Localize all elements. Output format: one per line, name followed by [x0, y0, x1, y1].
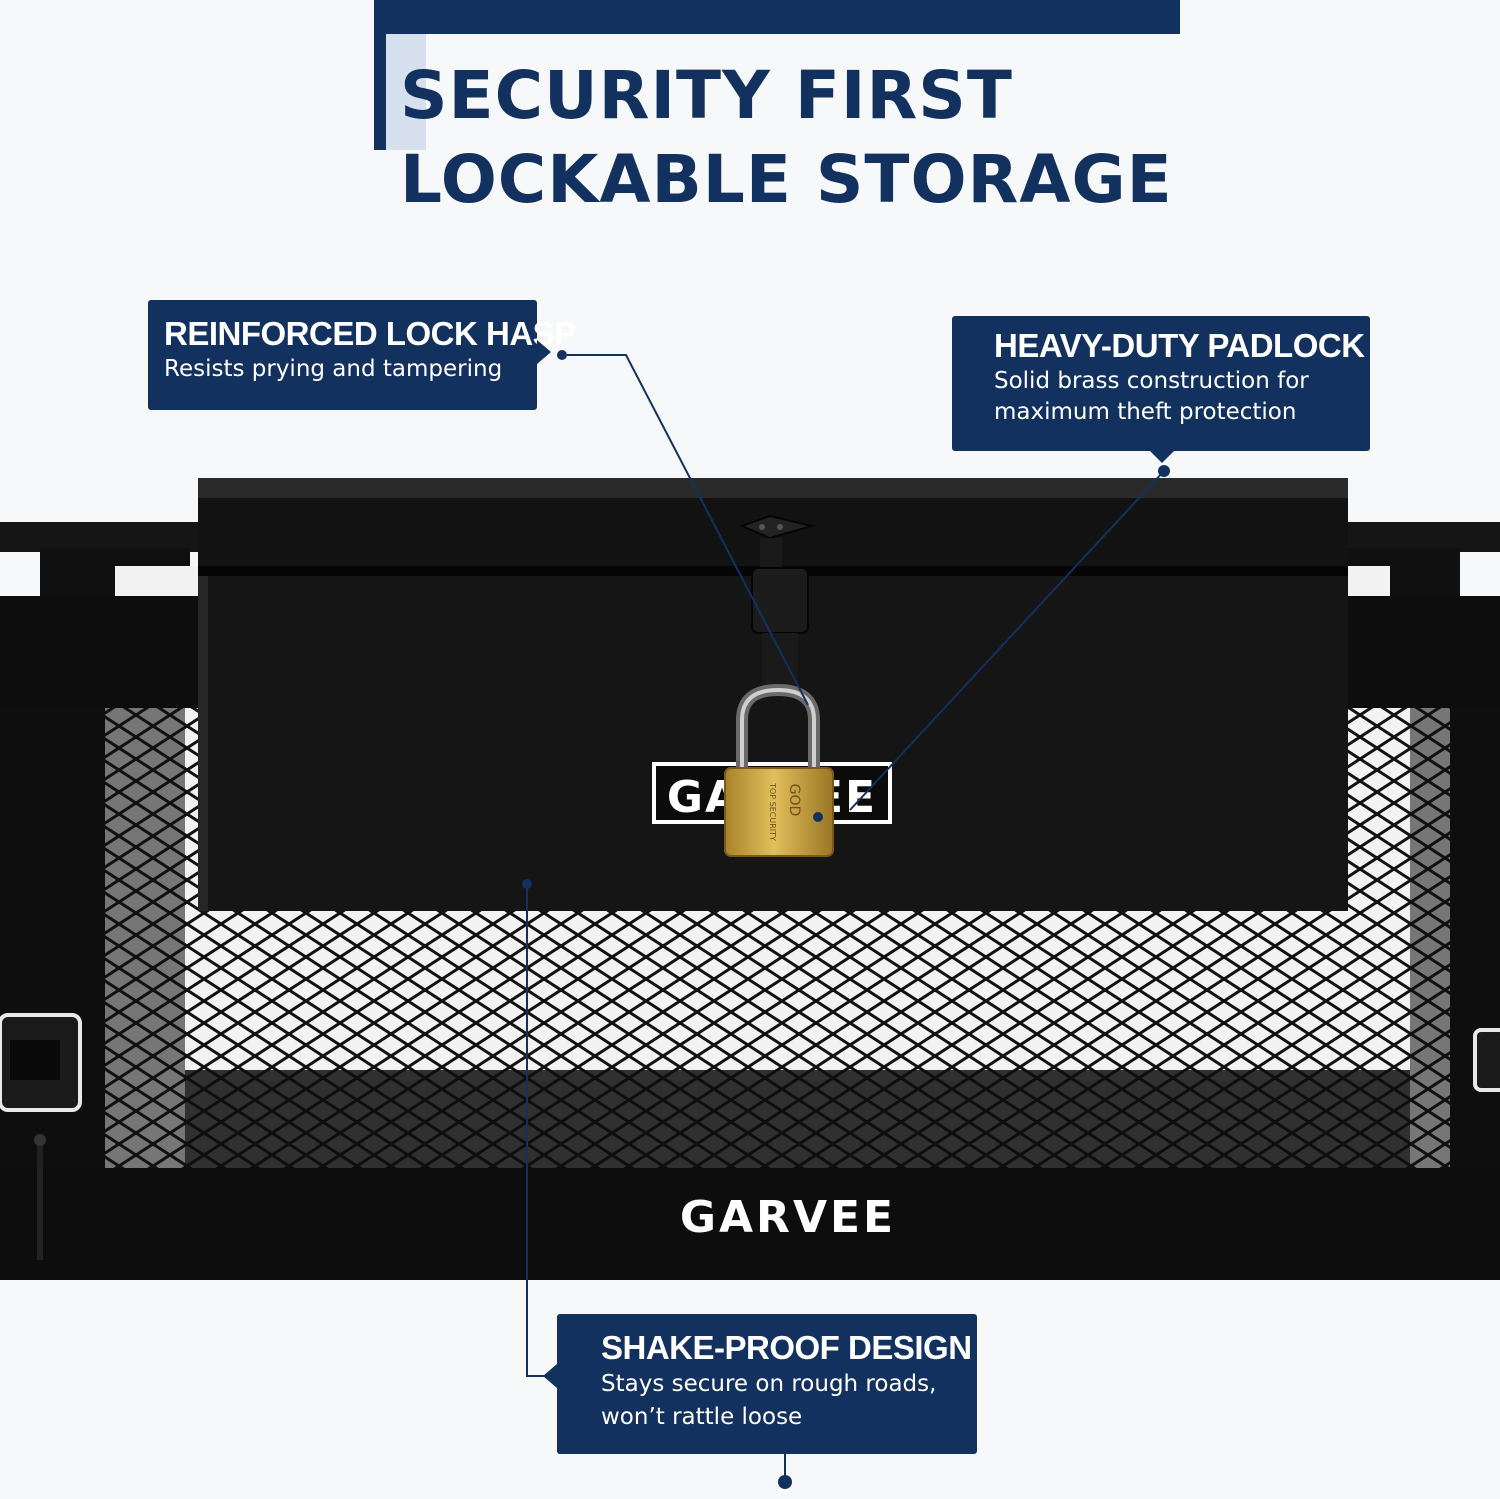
- callout-shake-title: SHAKE-PROOF DESIGN: [601, 1329, 972, 1366]
- callout-heavy-duty-padlock: HEAVY-DUTY PADLOCK Solid brass construct…: [952, 316, 1370, 463]
- callout-shake-text-2: won’t rattle loose: [601, 1404, 803, 1430]
- callout-hasp-pointer: [537, 340, 551, 364]
- bottom-frame-rail: [0, 1168, 1500, 1280]
- callout-shake-text-1: Stays secure on rough roads,: [601, 1371, 937, 1397]
- shake-bottom-marker: [778, 1454, 792, 1489]
- callout-hasp-title: REINFORCED LOCK HASP: [164, 315, 576, 352]
- frame-brand-logo: GARVEE: [680, 1192, 896, 1243]
- callout-shake-proof-design: SHAKE-PROOF DESIGN Stays secure on rough…: [543, 1314, 977, 1454]
- title-accent-bracket: [374, 34, 386, 150]
- headline: SECURITY FIRST LOCKABLE STORAGE: [400, 54, 1173, 222]
- padlock-engraving: GOD: [786, 784, 802, 817]
- right-post: [1450, 600, 1500, 1270]
- left-strap-buckle: [0, 1013, 82, 1112]
- callout-hasp-text: Resists prying and tampering: [164, 356, 503, 382]
- callout-padlock-pointer: [1150, 451, 1174, 463]
- top-accent-bar: [374, 0, 1180, 34]
- cargo-carrier-illustration: GARVEE GARVEE GOD TOP SE: [0, 478, 1500, 1280]
- callout-padlock-text-1: Solid brass construction for: [994, 368, 1309, 394]
- headline-line-2: LOCKABLE STORAGE: [400, 141, 1173, 218]
- padlock: GOD TOP SECURITY: [724, 683, 834, 857]
- callout-shake-pointer: [543, 1364, 557, 1388]
- callout-reinforced-lock-hasp: REINFORCED LOCK HASP Resists prying and …: [148, 300, 576, 410]
- padlock-subtext: TOP SECURITY: [768, 782, 777, 841]
- left-hitch-pin: [34, 1134, 46, 1260]
- callout-padlock-text-2: maximum theft protection: [994, 399, 1297, 425]
- right-strap-buckle: [1473, 1028, 1500, 1092]
- title-accent-highlight: [386, 34, 426, 150]
- callout-padlock-title: HEAVY-DUTY PADLOCK: [994, 327, 1365, 364]
- headline-line-1: SECURITY FIRST: [400, 57, 1013, 134]
- left-post: [0, 600, 105, 1270]
